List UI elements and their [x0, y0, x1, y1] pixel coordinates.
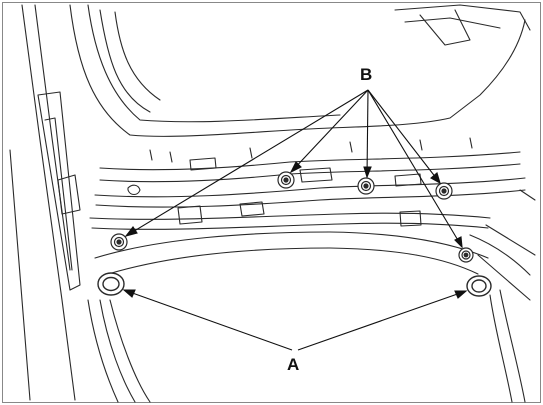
bolt-b-5 [458, 247, 474, 263]
bolt-b-4 [435, 182, 453, 200]
grommet-a-left [97, 272, 125, 296]
bolt-b-3 [357, 177, 375, 195]
bolt-b-1 [110, 233, 128, 251]
vehicle-body-lines [9, 4, 536, 403]
callout-label-b: B [360, 65, 373, 84]
leader-lines-b [124, 89, 463, 249]
grommet-a-right [466, 275, 492, 297]
callout-label-a: A [287, 355, 300, 374]
leader-lines-a [122, 289, 468, 351]
bolt-b-2 [277, 171, 295, 189]
